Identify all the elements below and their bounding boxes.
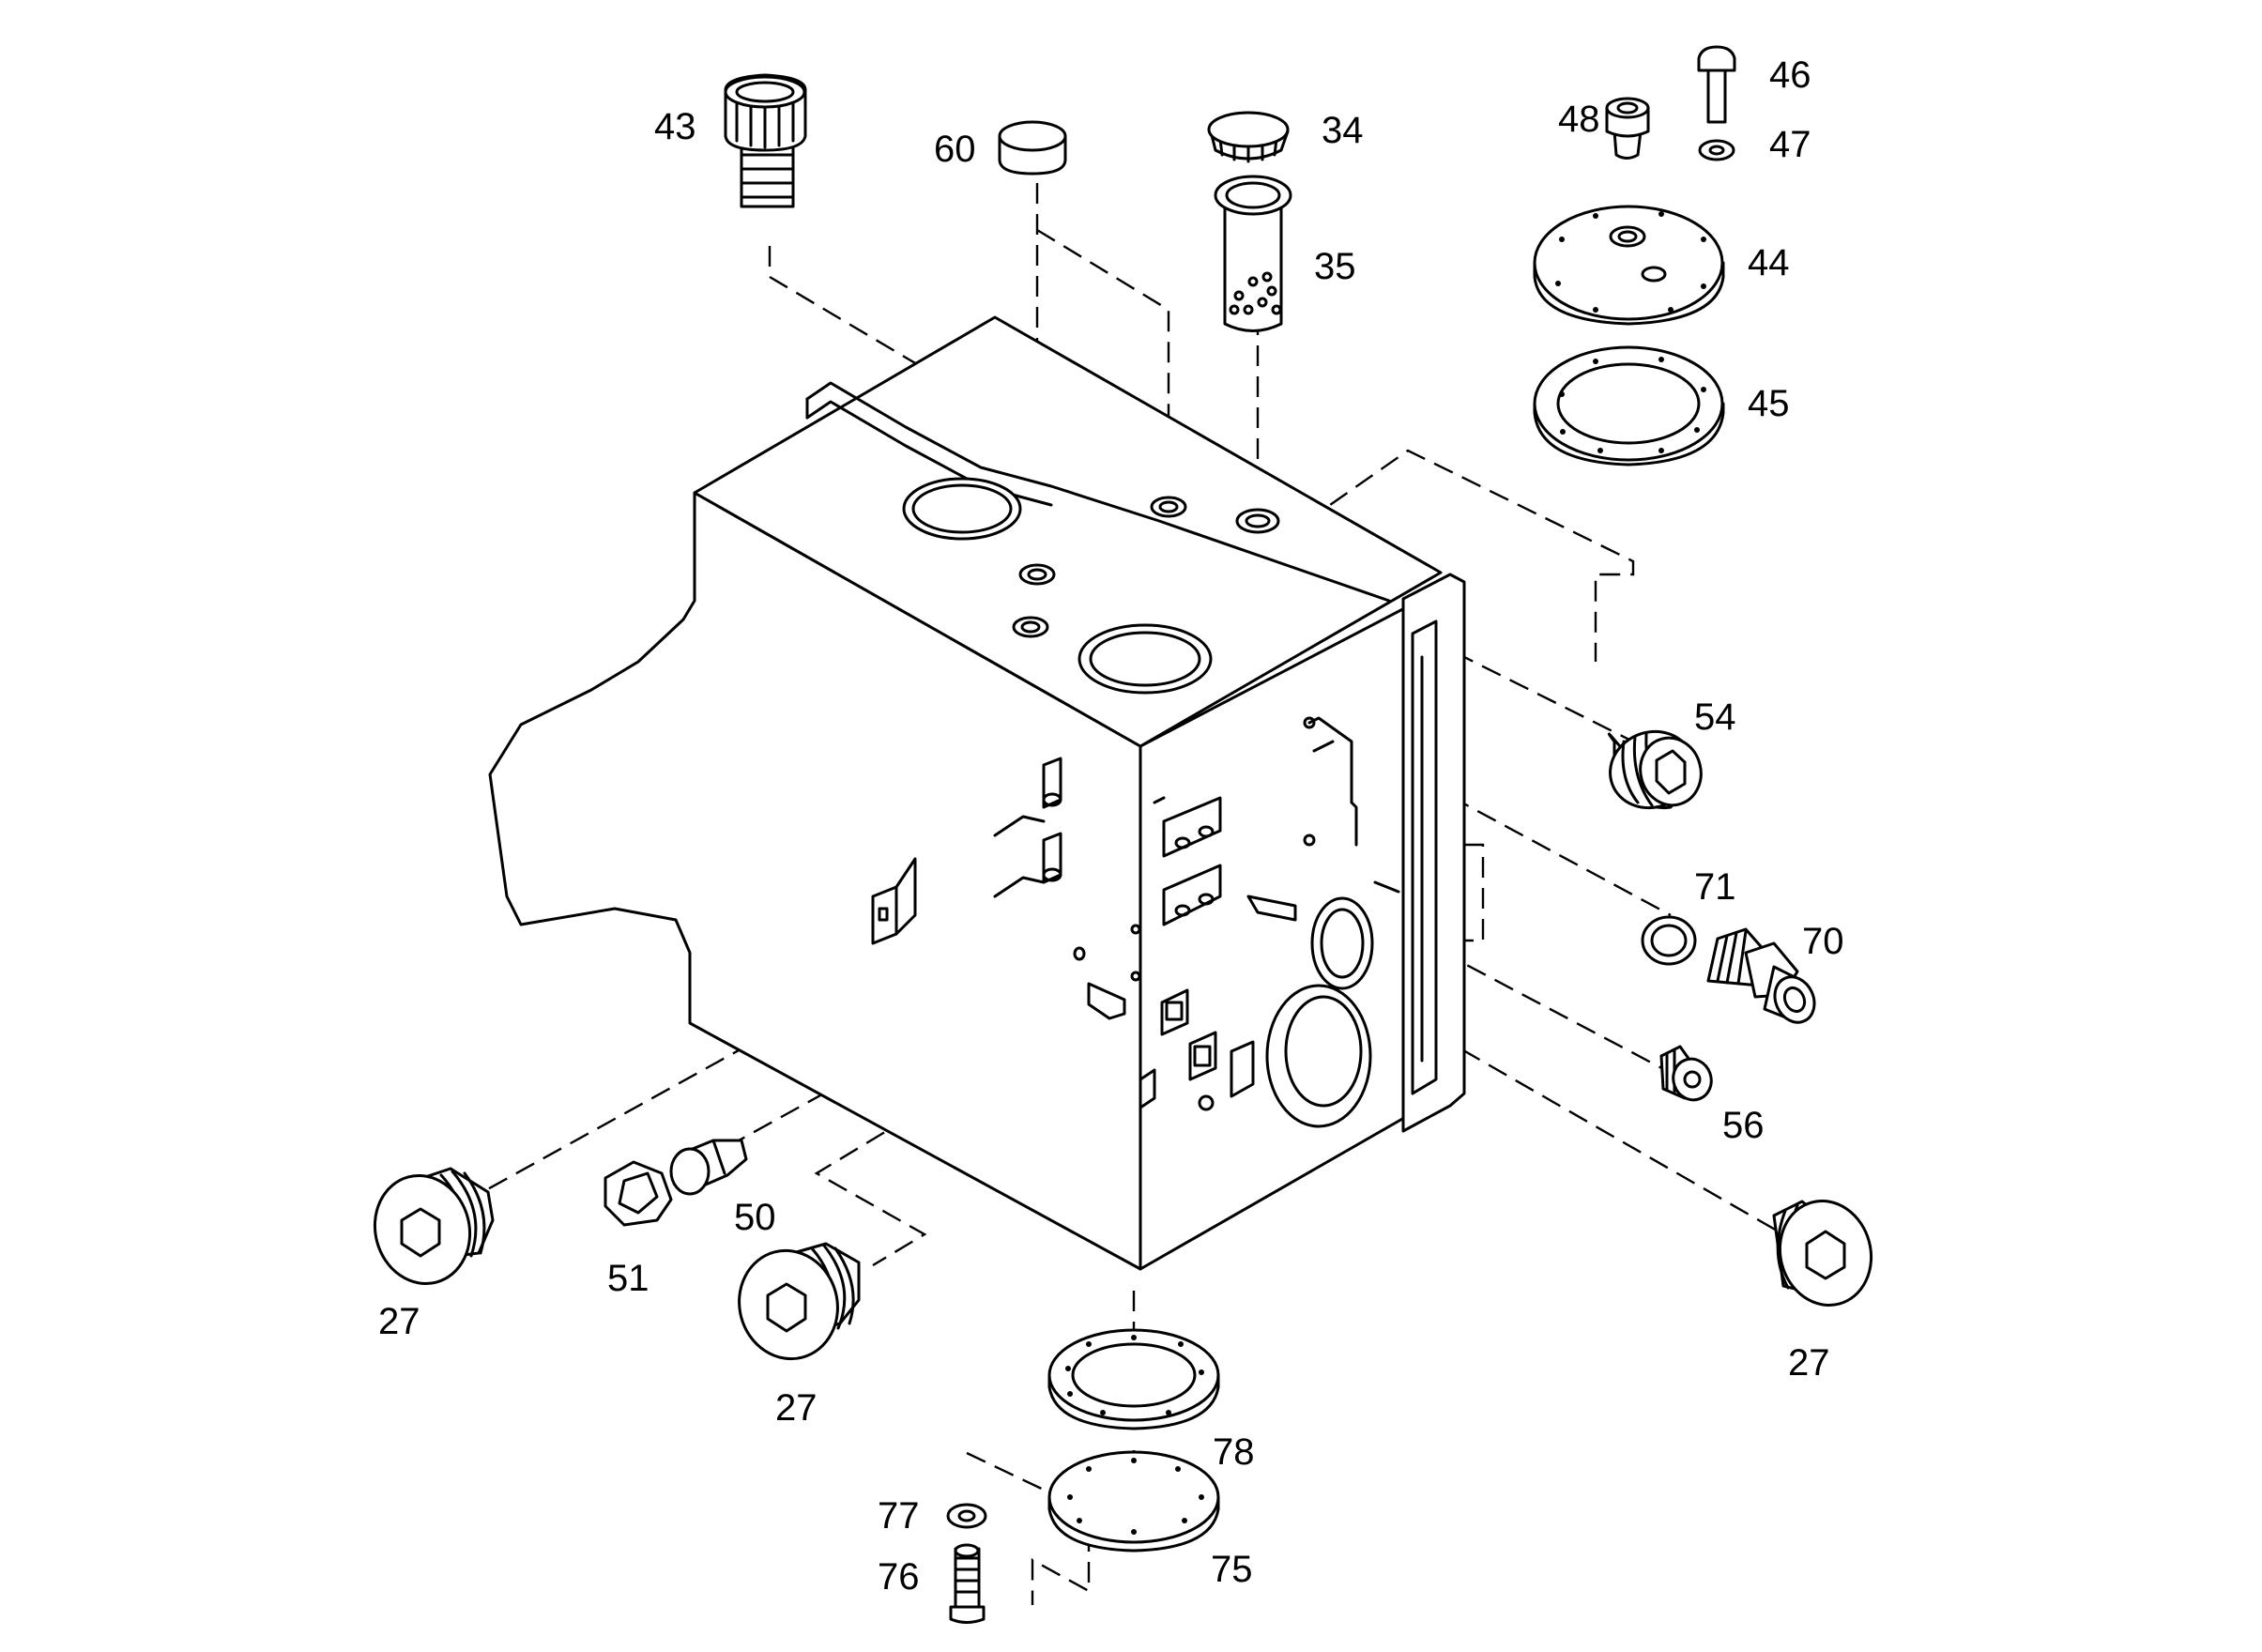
callout-47: 47 xyxy=(1769,124,1811,165)
callout-35: 35 xyxy=(1314,246,1356,287)
part-77-washer-icon xyxy=(946,1503,987,1529)
part-51-hex-nut-icon xyxy=(604,1160,673,1227)
callout-48: 48 xyxy=(1558,99,1600,140)
part-27-screw-plug-icon xyxy=(738,1242,861,1361)
part-27-screw-plug-icon xyxy=(1772,1199,1873,1308)
callout-78: 78 xyxy=(1213,1431,1255,1473)
tank-body xyxy=(488,315,1466,1271)
callout-75: 75 xyxy=(1211,1549,1253,1590)
callout-labels: 43 60 34 35 46 47 48 44 45 54 71 70 56 2… xyxy=(378,54,1844,1598)
callout-54: 54 xyxy=(1694,696,1736,738)
part-34-filler-cap-icon xyxy=(1207,111,1290,163)
part-44-cover-plate-icon xyxy=(1533,205,1725,326)
part-56-screw-plug-icon xyxy=(1659,1045,1713,1102)
part-60-cap-icon xyxy=(998,120,1067,176)
part-45-gasket-icon xyxy=(1533,345,1725,467)
callout-56: 56 xyxy=(1722,1105,1765,1146)
callout-50: 50 xyxy=(734,1197,776,1238)
part-27-screw-plug-icon xyxy=(373,1167,495,1285)
callout-27-right: 27 xyxy=(1788,1342,1830,1384)
part-50-fitting-icon xyxy=(669,1139,748,1196)
tank-top-face xyxy=(693,315,1443,748)
callout-44: 44 xyxy=(1748,242,1790,283)
part-35-strainer-icon xyxy=(1214,175,1292,332)
part-46-bolt-icon xyxy=(1697,45,1736,124)
callout-34: 34 xyxy=(1322,110,1364,151)
part-75-cover-plate-icon xyxy=(1047,1450,1220,1553)
part-78-gasket-icon xyxy=(1047,1328,1220,1430)
callout-76: 76 xyxy=(878,1556,920,1598)
callout-27-middle: 27 xyxy=(775,1387,818,1429)
callout-71: 71 xyxy=(1694,866,1736,908)
part-43-knurled-screw-plug-icon xyxy=(724,73,807,208)
part-71-seal-ring-icon xyxy=(1641,915,1697,966)
part-48-plug-icon xyxy=(1605,97,1650,160)
tank-side-flange xyxy=(1401,573,1466,1133)
callout-70: 70 xyxy=(1802,921,1844,962)
callout-60: 60 xyxy=(934,129,976,170)
part-54-screw-plug-icon xyxy=(1607,729,1703,810)
callout-51: 51 xyxy=(607,1258,650,1299)
part-47-washer-icon xyxy=(1698,139,1735,161)
part-76-bolt-icon xyxy=(949,1543,986,1624)
part-70-hose-fitting-icon xyxy=(1706,927,1816,1024)
callout-27-left: 27 xyxy=(378,1301,420,1342)
callout-45: 45 xyxy=(1748,383,1790,424)
callout-43: 43 xyxy=(654,106,696,147)
tank-left-face xyxy=(488,491,1142,1271)
callout-77: 77 xyxy=(878,1495,920,1537)
callout-46: 46 xyxy=(1769,54,1811,96)
